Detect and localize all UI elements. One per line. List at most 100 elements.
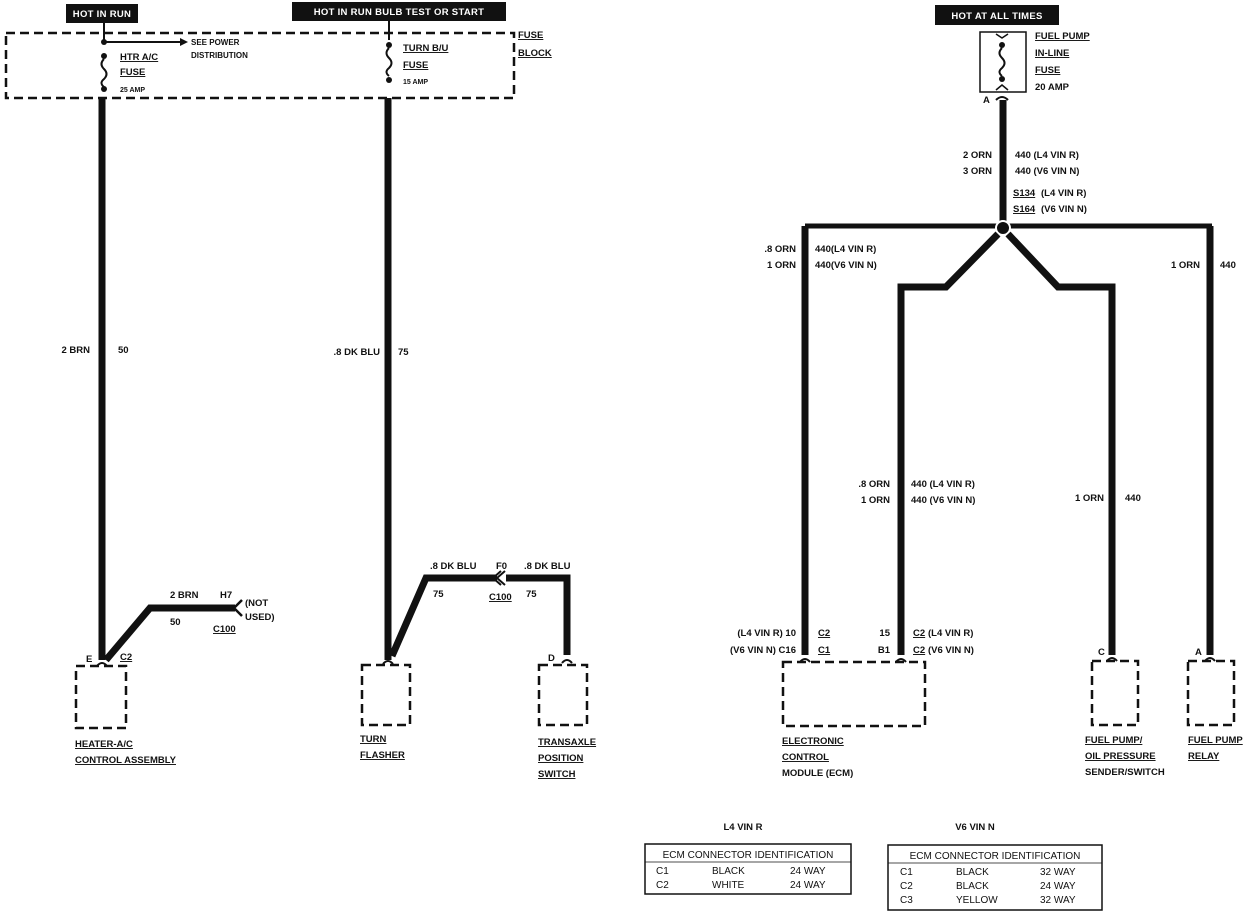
fuse-block-outline	[4, 31, 516, 100]
ecm-label-1: ELECTRONIC	[782, 736, 844, 747]
table-v6-row3-color: YELLOW	[956, 895, 998, 906]
table-v6-row2-color: BLACK	[956, 881, 989, 892]
wire-turn-branch-right	[506, 574, 571, 655]
htr-ac-fuse	[100, 23, 188, 92]
ecm-left-color-v6: 1 ORN	[767, 260, 796, 271]
table-v6-header: ECM CONNECTOR IDENTIFICATION	[910, 851, 1081, 862]
htr-fuse-rating: 25 AMP	[120, 87, 145, 94]
header-hot-in-run-bulb: HOT IN RUN BULB TEST OR START	[292, 2, 506, 21]
table-v6-title: V6 VIN N	[955, 822, 995, 833]
table-v6-row1-id: C1	[900, 867, 913, 878]
ecm-label-3: MODULE (ECM)	[782, 768, 853, 779]
ecm-right-color-l4: .8 ORN	[858, 479, 890, 490]
table-l4-header: ECM CONNECTOR IDENTIFICATION	[663, 850, 834, 861]
relay-wire-circuit: 440	[1220, 260, 1236, 271]
transaxle-label-1: TRANSAXLE	[538, 737, 596, 748]
fuel-pump-inline-fuse-box	[979, 31, 1027, 93]
fuse-block-label-1: FUSE	[518, 30, 543, 41]
fuel-fuse-label-3: FUSE	[1035, 65, 1060, 76]
turn-flasher-label-1: TURN	[360, 734, 387, 745]
table-l4-row1-size: 24 WAY	[790, 866, 826, 877]
ecm-right-pin-v6: B1	[878, 645, 891, 656]
splice-s164-note: (V6 VIN N)	[1041, 204, 1087, 215]
heater-label-1: HEATER-A/C	[75, 739, 133, 750]
heater-branch-note-2: USED)	[245, 612, 275, 623]
relay-terminal: A	[1195, 647, 1202, 658]
fuel-fuse-label-2: IN-LINE	[1035, 48, 1069, 59]
ecm-right-color-v6: 1 ORN	[861, 495, 890, 506]
table-v6-row2-size: 24 WAY	[1040, 881, 1076, 892]
relay-label-1: FUEL PUMP	[1188, 735, 1243, 746]
ecm-left-conn-l4: C2	[818, 628, 830, 639]
fuse-element-icon	[998, 47, 1006, 77]
table-l4-vin-r: L4 VIN R ECM CONNECTOR IDENTIFICATION C1…	[644, 822, 852, 895]
sender-label-3: SENDER/SWITCH	[1085, 767, 1165, 778]
ecm-right-note-l4: (L4 VIN R)	[928, 628, 973, 639]
heater-branch-circuit: 50	[170, 617, 181, 628]
heater-terminal: E	[86, 654, 92, 665]
turn-main-color: .8 DK BLU	[334, 347, 381, 358]
splice-dot-icon	[995, 220, 1011, 236]
header-hot-in-run: HOT IN RUN	[66, 4, 138, 23]
connector-male-icon	[995, 96, 1009, 101]
table-l4-row2-size: 24 WAY	[790, 880, 826, 891]
table-l4-row1-color: BLACK	[712, 866, 745, 877]
heater-branch-note-1: (NOT	[245, 598, 268, 609]
fuel-main-color-l4: 2 ORN	[963, 150, 992, 161]
splice-s164: S164	[1013, 204, 1036, 215]
htr-fuse-label-1: HTR A/C	[120, 52, 158, 63]
table-l4-row2-color: WHITE	[712, 880, 745, 891]
heater-branch-color: 2 BRN	[170, 590, 199, 601]
relay-wire-color: 1 ORN	[1171, 260, 1200, 271]
header-hot-at-all-times: HOT AT ALL TIMES	[935, 5, 1059, 25]
turn-branch-left-color: .8 DK BLU	[430, 561, 477, 572]
fuel-main-circuit-l4: 440 (L4 VIN R)	[1015, 150, 1079, 161]
table-l4-title: L4 VIN R	[723, 822, 762, 833]
fuel-pump-oil-pressure-sender	[1090, 659, 1140, 727]
fuse-element-icon	[100, 58, 108, 88]
fuel-fuse-terminal: A	[983, 95, 990, 106]
table-l4-row2-id: C2	[656, 880, 669, 891]
header-hot-at-all-times-label: HOT AT ALL TIMES	[951, 11, 1042, 22]
wire-turn-branch-left	[388, 574, 497, 658]
relay-label-2: RELAY	[1188, 751, 1220, 762]
ecm-left-color-l4: .8 ORN	[764, 244, 796, 255]
fuse-block-label-2: BLOCK	[518, 48, 552, 59]
splice-s134-note: (L4 VIN R)	[1041, 188, 1086, 199]
see-power-label-1: SEE POWER	[191, 38, 240, 47]
table-v6-row2-id: C2	[900, 881, 913, 892]
table-v6-row3-id: C3	[900, 895, 913, 906]
turn-fuse-rating: 15 AMP	[403, 79, 428, 86]
turn-flasher	[360, 663, 412, 727]
table-v6-row1-size: 32 WAY	[1040, 867, 1076, 878]
htr-fuse-label-2: FUSE	[120, 67, 145, 78]
ecm-right-circuit-v6: 440 (V6 VIN N)	[911, 495, 975, 506]
ecm-left-conn-v6: C1	[818, 645, 831, 656]
heater-main-circuit: 50	[118, 345, 129, 356]
connector-male-icon	[382, 660, 394, 665]
fuel-inline-fuse	[995, 33, 1009, 91]
turn-main-circuit: 75	[398, 347, 409, 358]
turn-bu-fuse	[385, 21, 393, 83]
connector-male-icon	[561, 659, 573, 664]
heater-ac-control-assembly	[74, 664, 128, 730]
ecm-right-pin-l4: 15	[879, 628, 890, 639]
connector-female-icon	[232, 599, 243, 617]
sender-terminal: C	[1098, 647, 1105, 658]
turn-branch-right-color: .8 DK BLU	[524, 561, 571, 572]
sender-label-1: FUEL PUMP/	[1085, 735, 1143, 746]
sender-wire-circuit: 440	[1125, 493, 1141, 504]
see-power-label-2: DISTRIBUTION	[191, 51, 248, 60]
heater-main-color: 2 BRN	[61, 345, 90, 356]
fuel-main-circuit-v6: 440 (V6 VIN N)	[1015, 166, 1079, 177]
ecm-right-circuit-l4: 440 (L4 VIN R)	[911, 479, 975, 490]
electronic-control-module	[781, 660, 927, 728]
transaxle-terminal: D	[548, 653, 555, 664]
fuse-element-icon	[385, 47, 393, 77]
sender-wire-color: 1 ORN	[1075, 493, 1104, 504]
ecm-left-pin-l4: (L4 VIN R) 10	[737, 628, 796, 639]
header-hot-in-run-bulb-label: HOT IN RUN BULB TEST OR START	[314, 7, 485, 18]
splice-s134: S134	[1013, 188, 1036, 199]
fuel-main-color-v6: 3 ORN	[963, 166, 992, 177]
